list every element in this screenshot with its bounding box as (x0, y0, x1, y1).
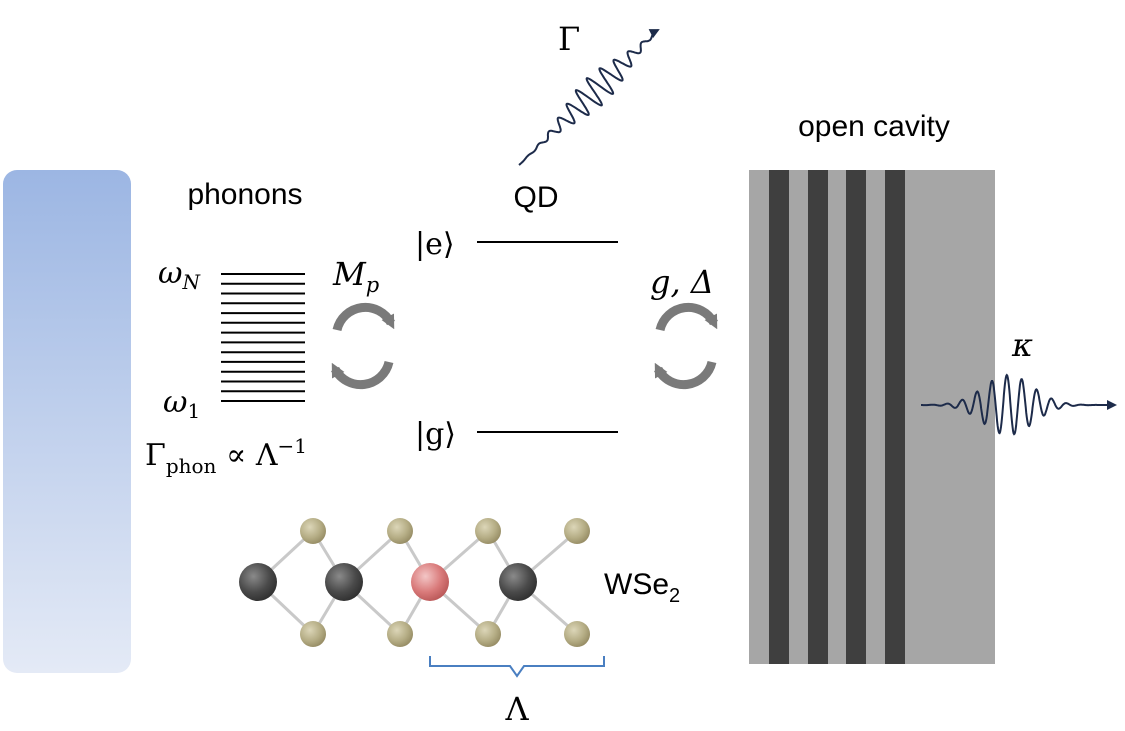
mirror-layer (885, 170, 905, 664)
open-cavity-label: open cavity (798, 110, 950, 143)
defect-atom (411, 563, 449, 601)
se-atom (475, 621, 501, 647)
se-atom (387, 621, 413, 647)
cavity-body (749, 170, 995, 664)
cavity-coupling-cycle-icon (654, 302, 718, 390)
lattice-spacing-brace (429, 656, 605, 678)
phonon-levels (221, 273, 305, 402)
excited-state-label: |e⟩ (415, 227, 455, 262)
phonons-label: phonons (187, 178, 302, 211)
mirror-layer (846, 170, 866, 664)
phonon-coupling-cycle-icon (331, 302, 395, 390)
wse2-lattice (239, 518, 590, 647)
kappa-label: κ (1011, 326, 1033, 364)
mirror-layer (808, 170, 828, 664)
mp-coupling-label: Mp (332, 255, 379, 297)
se-atom (300, 621, 326, 647)
mirror-layer (769, 170, 789, 664)
se-atom (564, 621, 590, 647)
open-cavity (749, 170, 995, 664)
se-atom (475, 518, 501, 544)
wse2-label: WSe2 (604, 568, 680, 607)
cavity-leakage-photon-icon (921, 373, 1117, 436)
w-atom (239, 563, 277, 601)
ground-state-label: |g⟩ (415, 417, 456, 452)
omega-n-label: ωN (158, 256, 201, 294)
gamma-label: Γ (558, 20, 580, 58)
w-atom (499, 563, 537, 601)
se-atom (300, 518, 326, 544)
se-atom (564, 518, 590, 544)
phonon-decay-relation: Γphon ∝ Λ−1 (145, 434, 307, 478)
qd-emission-photon-icon (518, 29, 660, 166)
omega-1-label: ω1 (163, 385, 200, 423)
phonon-bath (3, 170, 131, 673)
cavity-coupling-label: g, Δ (650, 263, 714, 301)
w-atom (325, 563, 363, 601)
lattice-spacing-label: Λ (504, 690, 529, 728)
qd-label: QD (514, 181, 559, 214)
se-atom (387, 518, 413, 544)
